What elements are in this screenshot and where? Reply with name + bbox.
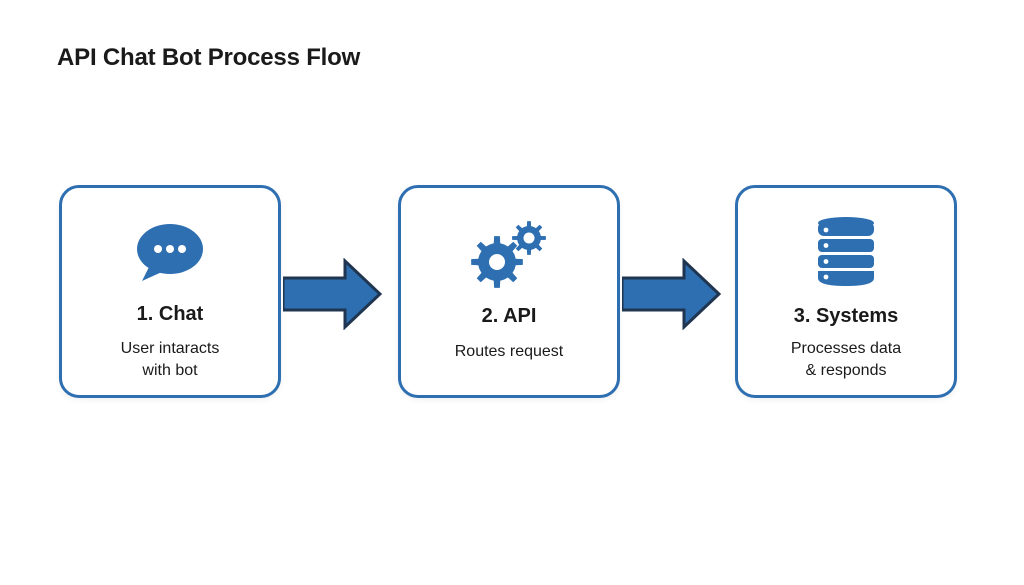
- step-chat-box: 1. Chat User intaracts with bot: [59, 185, 281, 398]
- step-systems-title: 3. Systems: [793, 305, 899, 327]
- step-api-box: 2. API Routes request: [398, 185, 620, 398]
- gears-icon: [471, 221, 546, 288]
- step-chat-desc-line: User intaracts: [120, 340, 220, 357]
- step-systems-box: 3. Systems Processes data & responds: [735, 185, 957, 398]
- chat-bubble-icon: [137, 224, 203, 281]
- step-systems-desc-line: Processes data: [790, 340, 902, 357]
- step-chat-desc-line: with bot: [142, 362, 198, 379]
- step-systems-desc-line: & responds: [805, 362, 887, 379]
- flow-arrow-2: [622, 258, 722, 330]
- page-title: API Chat Bot Process Flow: [57, 44, 361, 71]
- step-systems-description: Processes data & responds: [738, 338, 954, 382]
- step-chat-description: User intaracts with bot: [62, 338, 278, 382]
- step-api-description: Routes request: [401, 341, 617, 363]
- database-icon: [818, 217, 874, 286]
- step-api-title: 2. API: [481, 305, 537, 327]
- step-api-desc-line: Routes request: [454, 343, 564, 360]
- flow-arrow-1: [283, 258, 383, 330]
- step-chat-title: 1. Chat: [136, 303, 204, 325]
